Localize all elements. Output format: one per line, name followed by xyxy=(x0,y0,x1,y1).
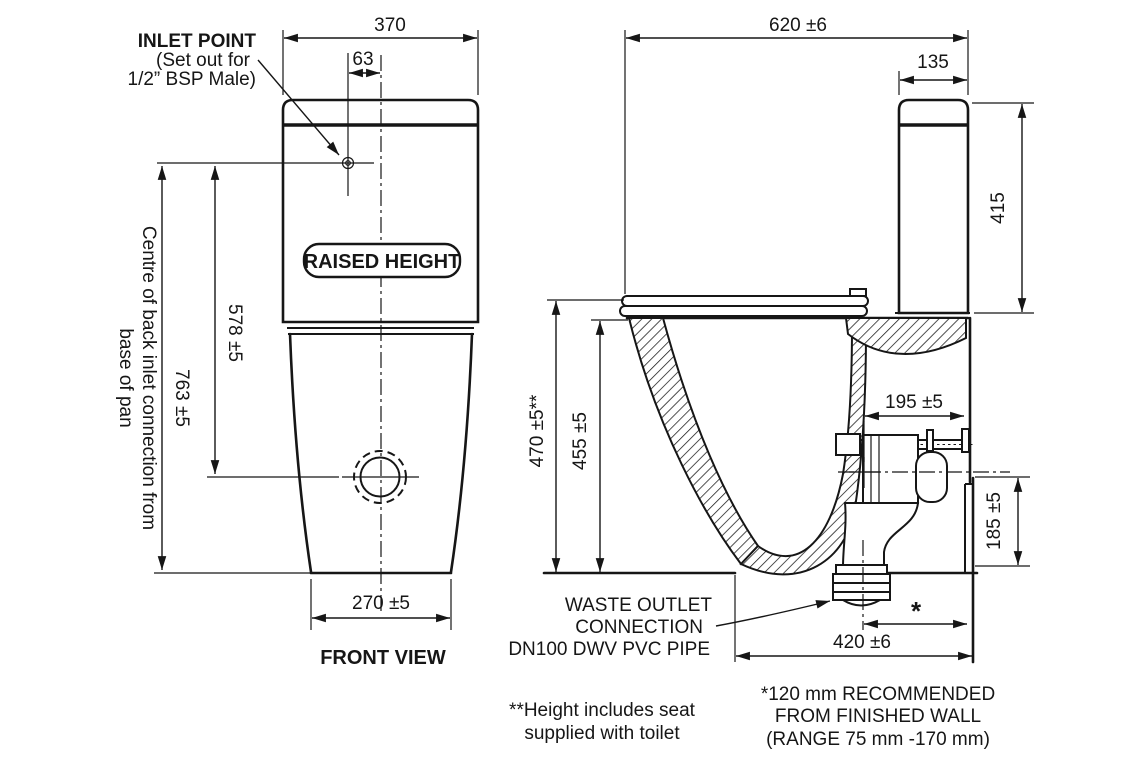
seat-lid-slat xyxy=(621,295,869,307)
seat-footnote-line1: **Height includes seat xyxy=(509,700,696,721)
seat-hinge-detail xyxy=(849,288,867,297)
dim-text-763: 763 ±5 xyxy=(171,369,192,427)
front-pan-side-right xyxy=(449,332,474,574)
dim-text-415: 415 xyxy=(988,192,1009,224)
front-view-title: FRONT VIEW xyxy=(320,647,446,669)
raised-height-badge xyxy=(302,242,462,279)
dim-text-620: 620 ±6 xyxy=(769,15,827,36)
waste-note-line1: WASTE OUTLET xyxy=(565,595,712,616)
inlet-valve-body xyxy=(862,434,919,504)
dim-text-420: 420 ±6 xyxy=(833,632,891,653)
outlet-flange xyxy=(835,564,888,575)
side-cistern-outline xyxy=(897,98,970,315)
dim-text-370: 370 xyxy=(374,15,406,36)
pan-front-wall-section xyxy=(627,317,760,566)
outlet-duct xyxy=(841,502,920,568)
inlet-pipe-collar xyxy=(926,429,934,452)
inlet-note-line2: (Set out for xyxy=(156,50,251,71)
waste-note-line3: DN100 DWV PVC PIPE xyxy=(508,639,710,660)
waste-leader-arrow xyxy=(715,600,831,627)
coupling-lip xyxy=(842,599,881,607)
footnotes: **Height includes seat supplied with toi… xyxy=(509,684,995,750)
dim-text-195: 195 ±5 xyxy=(885,392,943,413)
outlet-coupling xyxy=(832,573,891,601)
dim-text-455: 455 ±5 xyxy=(570,412,591,470)
wall-footnote-line2: FROM FINISHED WALL xyxy=(775,706,981,727)
seat-slat xyxy=(619,305,868,317)
front-pan-side-left xyxy=(288,332,313,574)
dim-text-578: 578 ±5 xyxy=(224,304,245,362)
raised-height-label: RAISED HEIGHT xyxy=(304,251,461,273)
front-view: RAISED HEIGHT 370 63 763 ±5 578 ±5 xyxy=(115,15,480,669)
inlet-leader-arrow xyxy=(257,59,340,156)
dim-text-470: 470 ±5** xyxy=(527,394,548,467)
flush-channel-section xyxy=(844,317,967,355)
side-note-line1: Centre of back inlet connection from xyxy=(138,226,159,530)
dim-text-185: 185 ±5 xyxy=(984,492,1005,550)
inlet-note-line3: 1/2” BSP Male) xyxy=(128,69,256,90)
inlet-backnut xyxy=(835,433,861,456)
dim-text-63: 63 xyxy=(352,49,373,70)
dim-text-270: 270 ±5 xyxy=(352,593,410,614)
inlet-wall-collar xyxy=(961,428,970,453)
inlet-note-line1: INLET POINT xyxy=(138,31,257,52)
dim-text-135: 135 xyxy=(917,52,949,73)
front-cistern-outline xyxy=(281,98,480,324)
wall-footnote-line1: *120 mm RECOMMENDED xyxy=(761,684,995,705)
wall-footnote-line3: (RANGE 75 mm -170 mm) xyxy=(766,729,990,750)
valve-elbow xyxy=(915,451,948,503)
side-note-line2: base of pan xyxy=(115,328,136,427)
waste-note-line2: CONNECTION xyxy=(575,617,703,638)
seat-footnote-line2: supplied with toilet xyxy=(524,723,680,744)
dim-text-wall-clearance: * xyxy=(911,596,922,626)
side-view: 620 ±6 135 415 470 ±5** 455 ±5 195 ±5 18… xyxy=(508,15,1034,664)
